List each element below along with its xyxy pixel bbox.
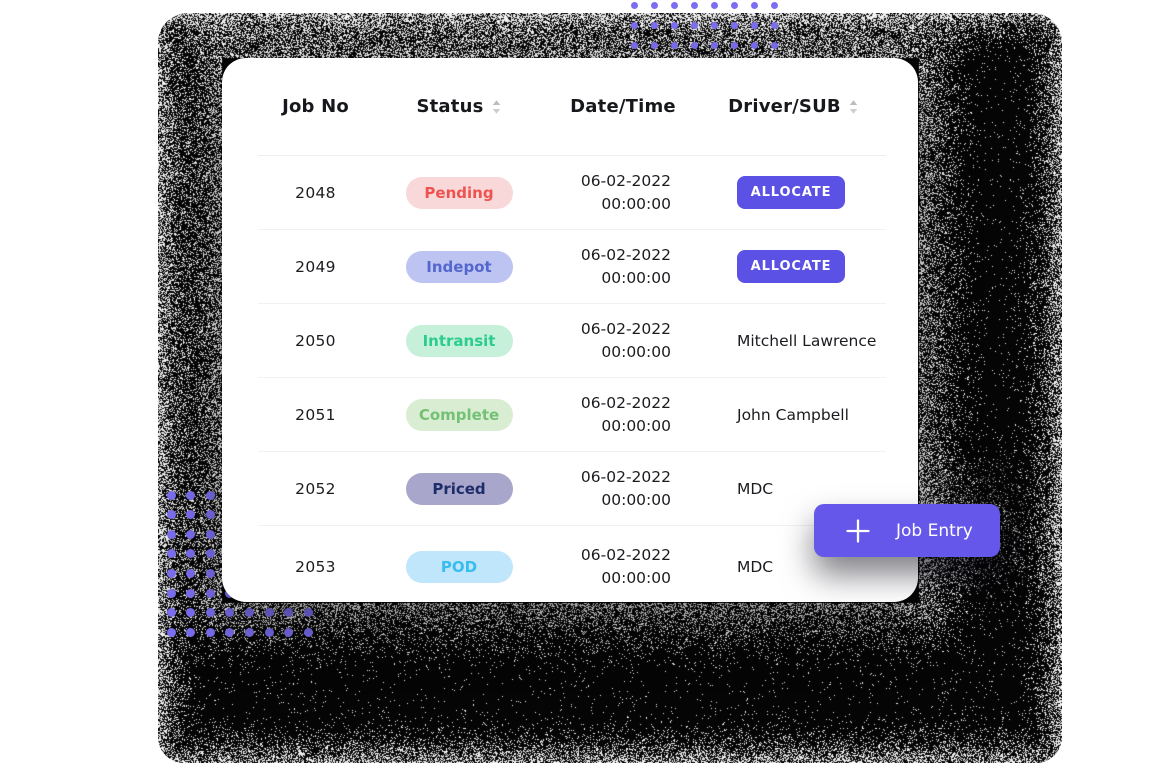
column-header-label: Driver/SUB xyxy=(728,96,841,117)
job-no-cell: 2048 xyxy=(295,183,336,202)
table-row: 2052 Priced 06-02-2022 00:00:00 MDC xyxy=(258,452,886,526)
job-no-cell: 2053 xyxy=(295,557,336,576)
job-entry-label: Job Entry xyxy=(896,520,973,541)
date-line: 06-02-2022 xyxy=(580,319,671,338)
date-line: 06-02-2022 xyxy=(580,467,671,486)
column-header-date-time: Date/Time xyxy=(545,96,701,117)
column-header-label: Status xyxy=(416,96,484,117)
time-line: 00:00:00 xyxy=(601,490,671,509)
driver-cell: MDC xyxy=(737,479,774,498)
status-cell: POD xyxy=(373,550,545,583)
decor-dot xyxy=(630,1,638,9)
sort-arrows-icon xyxy=(492,100,500,114)
date-line: 06-02-2022 xyxy=(580,393,671,412)
status-cell: Pending xyxy=(373,176,545,209)
datetime-cell: 06-02-2022 00:00:00 xyxy=(545,544,701,590)
job-entry-button[interactable]: Job Entry xyxy=(814,504,1000,557)
time-line: 00:00:00 xyxy=(601,268,671,287)
datetime-cell: 06-02-2022 00:00:00 xyxy=(545,170,701,216)
table-row: 2049 Indepot 06-02-2022 00:00:00 ALLOCATE xyxy=(258,230,886,304)
datetime-cell: 06-02-2022 00:00:00 xyxy=(545,318,701,364)
date-line: 06-02-2022 xyxy=(580,245,671,264)
driver-cell: MDC xyxy=(737,557,774,576)
time-line: 00:00:00 xyxy=(601,194,671,213)
decor-dot xyxy=(770,1,778,9)
table-row: 2048 Pending 06-02-2022 00:00:00 ALLOCATE xyxy=(258,156,886,230)
table-row: 2050 Intransit 06-02-2022 00:00:00 Mitchell … xyxy=(258,304,886,378)
driver-cell: John Campbell xyxy=(737,405,849,424)
column-header-job-no: Job No xyxy=(258,96,373,117)
driver-cell: ALLOCATE xyxy=(701,176,886,209)
column-header-driver-sub[interactable]: Driver/SUB xyxy=(701,96,886,117)
table-row: 2053 POD 06-02-2022 00:00:00 MDC xyxy=(258,526,886,602)
datetime-cell: 06-02-2022 00:00:00 xyxy=(545,392,701,438)
status-badge: Complete xyxy=(405,398,513,431)
decor-dot xyxy=(750,1,758,9)
date-line: 06-02-2022 xyxy=(580,545,671,564)
job-no-cell: 2051 xyxy=(295,405,336,424)
driver-cell: ALLOCATE xyxy=(701,250,886,283)
status-cell: Priced xyxy=(373,472,545,505)
status-badge: Indepot xyxy=(405,250,513,283)
plus-icon xyxy=(846,518,870,543)
date-line: 06-02-2022 xyxy=(580,171,671,190)
job-no-cell: 2050 xyxy=(295,331,336,350)
status-badge: Intransit xyxy=(405,324,513,357)
column-header-label: Job No xyxy=(282,96,349,117)
time-line: 00:00:00 xyxy=(601,416,671,435)
column-header-label: Date/Time xyxy=(570,96,676,117)
datetime-cell: 06-02-2022 00:00:00 xyxy=(545,244,701,290)
status-cell: Complete xyxy=(373,398,545,431)
status-badge: Priced xyxy=(405,472,513,505)
sort-arrows-icon xyxy=(849,100,858,114)
decor-dot xyxy=(730,1,738,9)
status-cell: Indepot xyxy=(373,250,545,283)
decor-dot xyxy=(710,1,718,9)
table-header-row: Job No Status Date/Time Driver/SUB xyxy=(258,58,886,156)
time-line: 00:00:00 xyxy=(601,342,671,361)
status-badge: POD xyxy=(405,550,513,583)
decor-dot xyxy=(670,1,678,9)
allocate-button[interactable]: ALLOCATE xyxy=(737,176,845,209)
time-line: 00:00:00 xyxy=(601,568,671,587)
jobs-table-card: Job No Status Date/Time Driver/SUB 2048 Pend… xyxy=(222,58,918,602)
decor-dot xyxy=(650,1,658,9)
driver-cell: Mitchell Lawrence xyxy=(737,331,877,350)
allocate-button[interactable]: ALLOCATE xyxy=(737,250,845,283)
decor-dot xyxy=(690,1,698,9)
status-badge: Pending xyxy=(405,176,513,209)
datetime-cell: 06-02-2022 00:00:00 xyxy=(545,466,701,512)
table-row: 2051 Complete 06-02-2022 00:00:00 John Campb… xyxy=(258,378,886,452)
column-header-status[interactable]: Status xyxy=(373,96,545,117)
job-no-cell: 2052 xyxy=(295,479,336,498)
status-cell: Intransit xyxy=(373,324,545,357)
job-no-cell: 2049 xyxy=(295,257,336,276)
